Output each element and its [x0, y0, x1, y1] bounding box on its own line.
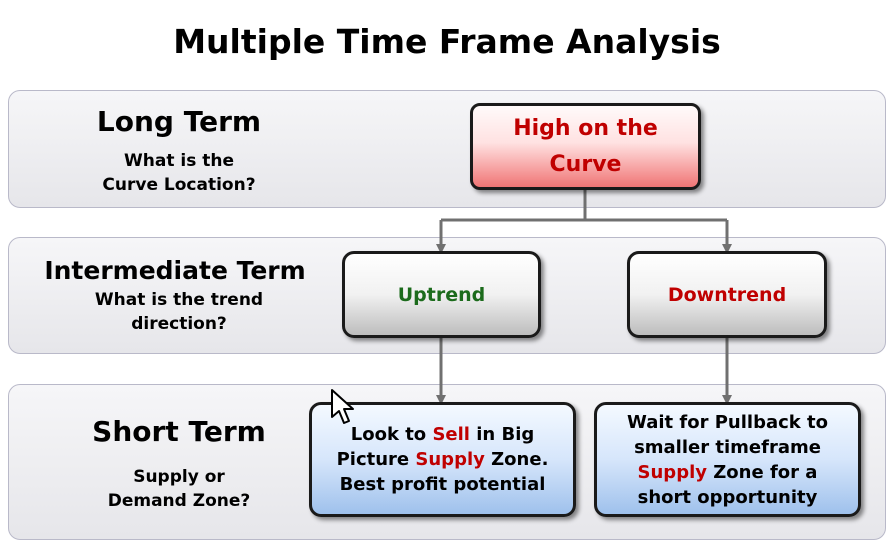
- short-term-subtitle-line1: Supply or: [133, 467, 225, 487]
- high-on-curve-box: High on the Curve: [470, 103, 701, 190]
- short-term-subtitle-line2: Demand Zone?: [107, 491, 251, 511]
- pullback-line1: Wait for Pullback to: [627, 411, 828, 433]
- sell-line3: Best profit potential: [339, 474, 546, 495]
- short-term-title: Short Term: [92, 415, 266, 448]
- sell-line1: Look to Sell in Big: [350, 424, 535, 445]
- intermediate-term-title: Intermediate Term: [44, 256, 306, 285]
- pullback-line4: short opportunity: [637, 486, 818, 508]
- sell-line2: Picture Supply Zone.: [336, 449, 549, 470]
- diagram-title: Multiple Time Frame Analysis: [173, 22, 721, 61]
- short-term-subtitle: Supply or Demand Zone?: [49, 465, 309, 513]
- uptrend-label: Uptrend: [397, 283, 486, 306]
- uptrend-box: Uptrend: [342, 251, 541, 338]
- pullback-line3: Supply Zone for a: [637, 461, 818, 483]
- sell-supply-box: Look to Sell in Big Picture Supply Zone.…: [309, 402, 576, 517]
- band-long-term: Long Term What is the Curve Location?: [8, 90, 886, 208]
- mouse-pointer-icon: [331, 389, 354, 424]
- long-term-title: Long Term: [96, 105, 262, 138]
- downtrend-label: Downtrend: [667, 283, 787, 306]
- connector-curve-trunk: [441, 190, 727, 222]
- intermediate-term-subtitle-line2: direction?: [131, 314, 227, 334]
- long-term-subtitle-line1: What is the: [124, 151, 234, 171]
- curve-line1: High on the: [513, 115, 658, 141]
- long-term-subtitle-line2: Curve Location?: [102, 175, 256, 195]
- long-term-subtitle: What is the Curve Location?: [49, 149, 309, 197]
- pullback-box: Wait for Pullback to smaller timeframe S…: [594, 402, 861, 517]
- downtrend-box: Downtrend: [627, 251, 827, 338]
- intermediate-term-subtitle-line1: What is the trend: [94, 290, 264, 310]
- curve-line2: Curve: [549, 151, 622, 177]
- pullback-line2: smaller timeframe: [634, 436, 821, 458]
- intermediate-term-subtitle: What is the trend direction?: [39, 288, 319, 336]
